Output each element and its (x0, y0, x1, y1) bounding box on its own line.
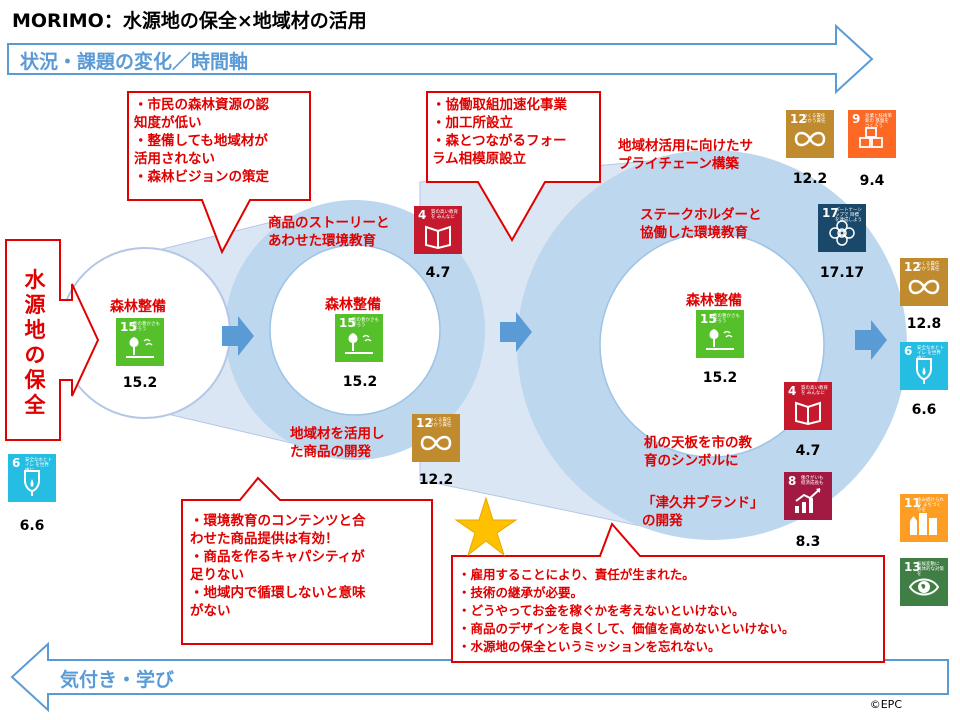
target-4-7-a: 4.7 (425, 265, 451, 281)
target-6-6-right: 6.6 (911, 402, 937, 418)
callout-top-middle-text: ・協働取組加速化事業 ・加工所設立 ・森とつながるフォー ラム相模原設立 (432, 97, 567, 167)
target-15-2-b: 15.2 (342, 374, 378, 390)
copyright-text: ©EPC (869, 698, 902, 711)
callout-bottom-left-box (181, 476, 433, 645)
star-icon (454, 496, 518, 557)
callout-bottom-right-box (451, 522, 885, 663)
target-15-2-c: 15.2 (702, 370, 738, 386)
vertical-char: 保 (24, 368, 46, 392)
bottom-learning-label: 気付き・学び (60, 669, 175, 691)
flow-arrow-2 (500, 312, 532, 352)
target-15-2-a: 15.2 (122, 375, 158, 391)
callout-top-left-box (127, 91, 311, 255)
supply-chain-label: 地域材活用に向けたサ プライチェーン構築 (618, 138, 753, 172)
top-timeline-label: 状況・課題の変化／時間軸 (20, 51, 249, 73)
vertical-char: 源 (24, 293, 46, 317)
water-source-vertical-label: 水 源 地 の 保 全 (20, 268, 50, 418)
callout-bottom-right-text: ・雇用することにより、責任が生まれた。 ・技術の継承が必要。 ・どうやってお金を… (458, 567, 795, 654)
top-timeline-arrow (7, 23, 874, 95)
flow-arrow-1 (222, 316, 254, 356)
target-8-3: 8.3 (795, 534, 821, 550)
water-source-callout-arrow (5, 239, 100, 441)
forest-maintenance-label-3: 森林整備 (686, 293, 742, 309)
target-12-2-b: 12.2 (792, 171, 828, 187)
stakeholder-education-label: ステークホルダーと 協働した環境教育 (640, 207, 762, 241)
target-12-2-a: 12.2 (418, 472, 454, 488)
target-6-6-left: 6.6 (19, 518, 45, 534)
forest-maintenance-label-1: 森林整備 (110, 299, 166, 315)
target-4-7-b: 4.7 (795, 443, 821, 459)
forest-maintenance-label-2: 森林整備 (325, 297, 381, 313)
local-wood-products-label: 地域材を活用し た商品の開発 (290, 426, 385, 460)
target-9-4: 9.4 (859, 173, 885, 189)
target-17-17: 17.17 (819, 265, 865, 281)
vertical-char: 水 (24, 268, 46, 292)
callout-bottom-left-text: ・環境教育のコンテンツと合 わせた商品提供は有効！ ・商品を作るキャパシティが … (190, 513, 366, 619)
callout-top-middle-box (426, 91, 601, 242)
vertical-char: 全 (24, 393, 46, 417)
tsukui-brand-label: 「津久井ブランド」 の開発 (642, 495, 764, 529)
story-education-label: 商品のストーリーと あわせた環境教育 (268, 215, 390, 249)
flow-arrow-3 (855, 320, 887, 360)
page-title: MORIMO：水源地の保全×地域材の活用 (12, 10, 367, 32)
vertical-char: 地 (24, 318, 46, 342)
desk-symbol-label: 机の天板を市の教 育のシンボルに (644, 435, 752, 469)
callout-top-left-text: ・市民の森林資源の認 知度が低い ・整備しても地域材が 活用されない ・森林ビジ… (134, 97, 269, 185)
vertical-char: の (24, 343, 46, 367)
target-12-8: 12.8 (906, 316, 942, 332)
